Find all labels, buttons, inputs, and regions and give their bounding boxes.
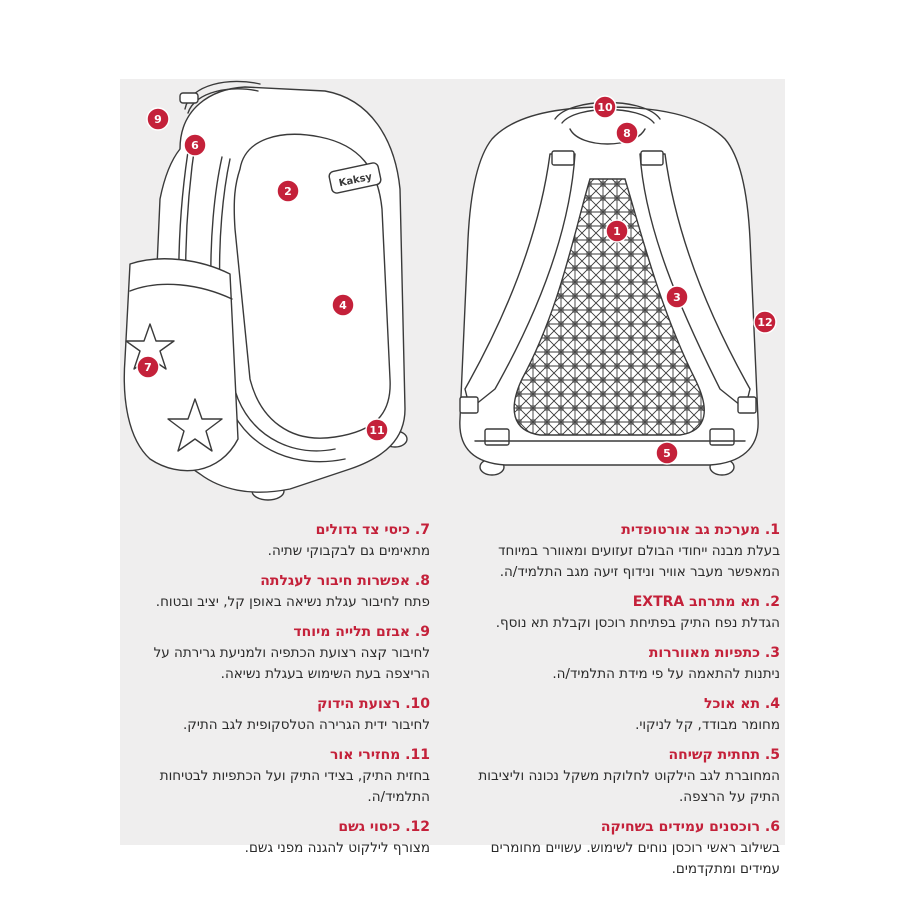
strap-buckle: [551, 150, 575, 166]
marker-circle: [753, 310, 777, 334]
feature-description: המחוברת לגב הילקוט לחלוקת משקל נכונה ולי…: [478, 768, 780, 805]
marker-number: 1: [613, 225, 621, 238]
feature-description: פתח לחיבור עגלת נשיאה באופן קל, יציב ובט…: [155, 594, 430, 610]
feature-item: 1. מערכת גב אורטופדית בעלת מבנה ייחודי הב…: [460, 520, 780, 583]
marker-number: 11: [369, 424, 384, 437]
marker-9: 9: [146, 107, 170, 131]
marker-number: 2: [284, 185, 292, 198]
strap-buckle: [484, 428, 510, 446]
marker-11: 11: [365, 418, 389, 442]
feature-item: 4. תא אוכל מחומר מבודד, קל לניקוי.: [460, 694, 780, 736]
marker-2: 2: [276, 179, 300, 203]
feature-title: 8. אפשרות חיבור לעגלתה: [260, 573, 430, 589]
marker-number: 4: [339, 299, 347, 312]
feature-description: הגדלת נפח התיק בפתיחת רוכסן וקבלת תא נוס…: [495, 615, 780, 631]
strap-buckle: [709, 428, 735, 446]
feature-item: 6. רוכסנים עמידים בשחיקה בשילוב ראשי רוכס…: [460, 817, 780, 880]
strap-buckle: [640, 150, 664, 166]
feature-item: 10. רצועת הידוק לחיבור ידית הגרירה הטלסקו…: [120, 694, 430, 736]
marker-1: 1: [605, 219, 629, 243]
feature-description: בשילוב ראשי רוכסן נוחים לשימוש. עשויים מ…: [490, 840, 780, 877]
feature-title: 10. רצועת הידוק: [317, 696, 430, 712]
marker-number: 7: [144, 361, 152, 374]
back-view-backpack: [459, 101, 759, 476]
marker-4: 4: [331, 293, 355, 317]
feature-title: 7. כיסי צד גדולים: [315, 522, 430, 538]
feature-description: מתאימים גם לבקבוקי שתיה.: [267, 543, 430, 559]
features-column-left: 7. כיסי צד גדולים מתאימים גם לבקבוקי שתיה…: [120, 520, 430, 868]
front-view-backpack: Kaksy: [123, 80, 408, 501]
marker-number: 9: [154, 113, 162, 126]
marker-circle: [331, 293, 355, 317]
feature-title: 5. תחתית קשיחה: [668, 747, 780, 763]
marker-3: 3: [665, 285, 689, 309]
logo-badge: [328, 162, 382, 194]
feature-description: לחיבור ידית הגרירה הטלסקופית לגב התיק.: [182, 717, 430, 733]
shoulder-strap-left: [464, 153, 576, 410]
front-shell: [233, 133, 391, 439]
side-pocket: [123, 258, 239, 472]
feature-description: ניתנות להתאמה על פי מידת התלמיד/ה.: [552, 666, 780, 682]
marker-circle: [605, 219, 629, 243]
marker-circle: [593, 95, 617, 119]
features-column-right: 1. מערכת גב אורטופדית בעלת מבנה ייחודי הב…: [460, 520, 780, 889]
marker-circle: [665, 285, 689, 309]
marker-circle: [655, 441, 679, 465]
feature-description: בעלת מבנה ייחודי הבולם זעזועים ומאוורר ב…: [498, 543, 780, 580]
marker-8: 8: [615, 121, 639, 145]
marker-circle: [276, 179, 300, 203]
ventilated-back-panel: [513, 178, 705, 436]
feature-title: 1. מערכת גב אורטופדית: [621, 522, 780, 538]
feature-item: 11. מחזירי אור בחזית התיק, בצידי התיק ועל…: [120, 745, 430, 808]
marker-number: 3: [673, 291, 681, 304]
marker-circle: [615, 121, 639, 145]
feature-title: 12. כיסוי גשם: [338, 819, 430, 835]
feature-title: 11. מחזירי אור: [329, 747, 430, 763]
feature-title: 6. רוכסנים עמידים בשחיקה: [600, 819, 780, 835]
marker-number: 5: [663, 447, 671, 460]
feature-description: לחיבור קצה רצועת הכתפיה ולמניעת גרירתה ע…: [153, 645, 430, 682]
feature-description: מצורף לילקוט להגנה מפני גשם.: [244, 840, 430, 856]
feature-item: 8. אפשרות חיבור לעגלתה פתח לחיבור עגלת נש…: [120, 571, 430, 613]
marker-circle: [365, 418, 389, 442]
feature-item: 7. כיסי צד גדולים מתאימים גם לבקבוקי שתיה…: [120, 520, 430, 562]
feature-item: 3. כתפיות מאווררות ניתנות להתאמה על פי מי…: [460, 643, 780, 685]
marker-number: 6: [191, 139, 199, 152]
marker-circle: [136, 355, 160, 379]
feature-description: בחזית התיק, בצידי התיק ועל הכתפיות לבטיח…: [159, 768, 430, 805]
feature-item: 9. אבזם תלייה מיוחד לחיבור קצה רצועת הכתפ…: [120, 622, 430, 685]
feature-title: 9. אבזם תלייה מיוחד: [293, 624, 430, 640]
marker-6: 6: [183, 133, 207, 157]
feature-item: 5. תחתית קשיחה המחוברת לגב הילקוט לחלוקת …: [460, 745, 780, 808]
trolley-strap: [569, 128, 646, 145]
feature-description: מחומר מבודד, קל לניקוי.: [635, 717, 780, 733]
marker-7: 7: [136, 355, 160, 379]
feature-item: 12. כיסוי גשם מצורף לילקוט להגנה מפני גשם…: [120, 817, 430, 859]
marker-circle: [183, 133, 207, 157]
feature-title: 4. תא אוכל: [704, 696, 780, 712]
strap-buckle: [737, 396, 757, 414]
strap-buckle: [459, 396, 479, 414]
marker-5: 5: [655, 441, 679, 465]
marker-12: 12: [753, 310, 777, 334]
feature-title: 2. תא מתרחב EXTRA: [632, 594, 780, 610]
feature-title: 3. כתפיות מאווררות: [648, 645, 780, 661]
marker-number: 12: [757, 316, 772, 329]
marker-10: 10: [593, 95, 617, 119]
hanging-buckle: [179, 92, 199, 104]
feature-item: 2. תא מתרחב EXTRA הגדלת נפח התיק בפתיחת ר…: [460, 592, 780, 634]
marker-number: 8: [623, 127, 631, 140]
marker-number: 10: [597, 101, 613, 114]
star-icon: [167, 398, 223, 452]
marker-circle: [146, 107, 170, 131]
